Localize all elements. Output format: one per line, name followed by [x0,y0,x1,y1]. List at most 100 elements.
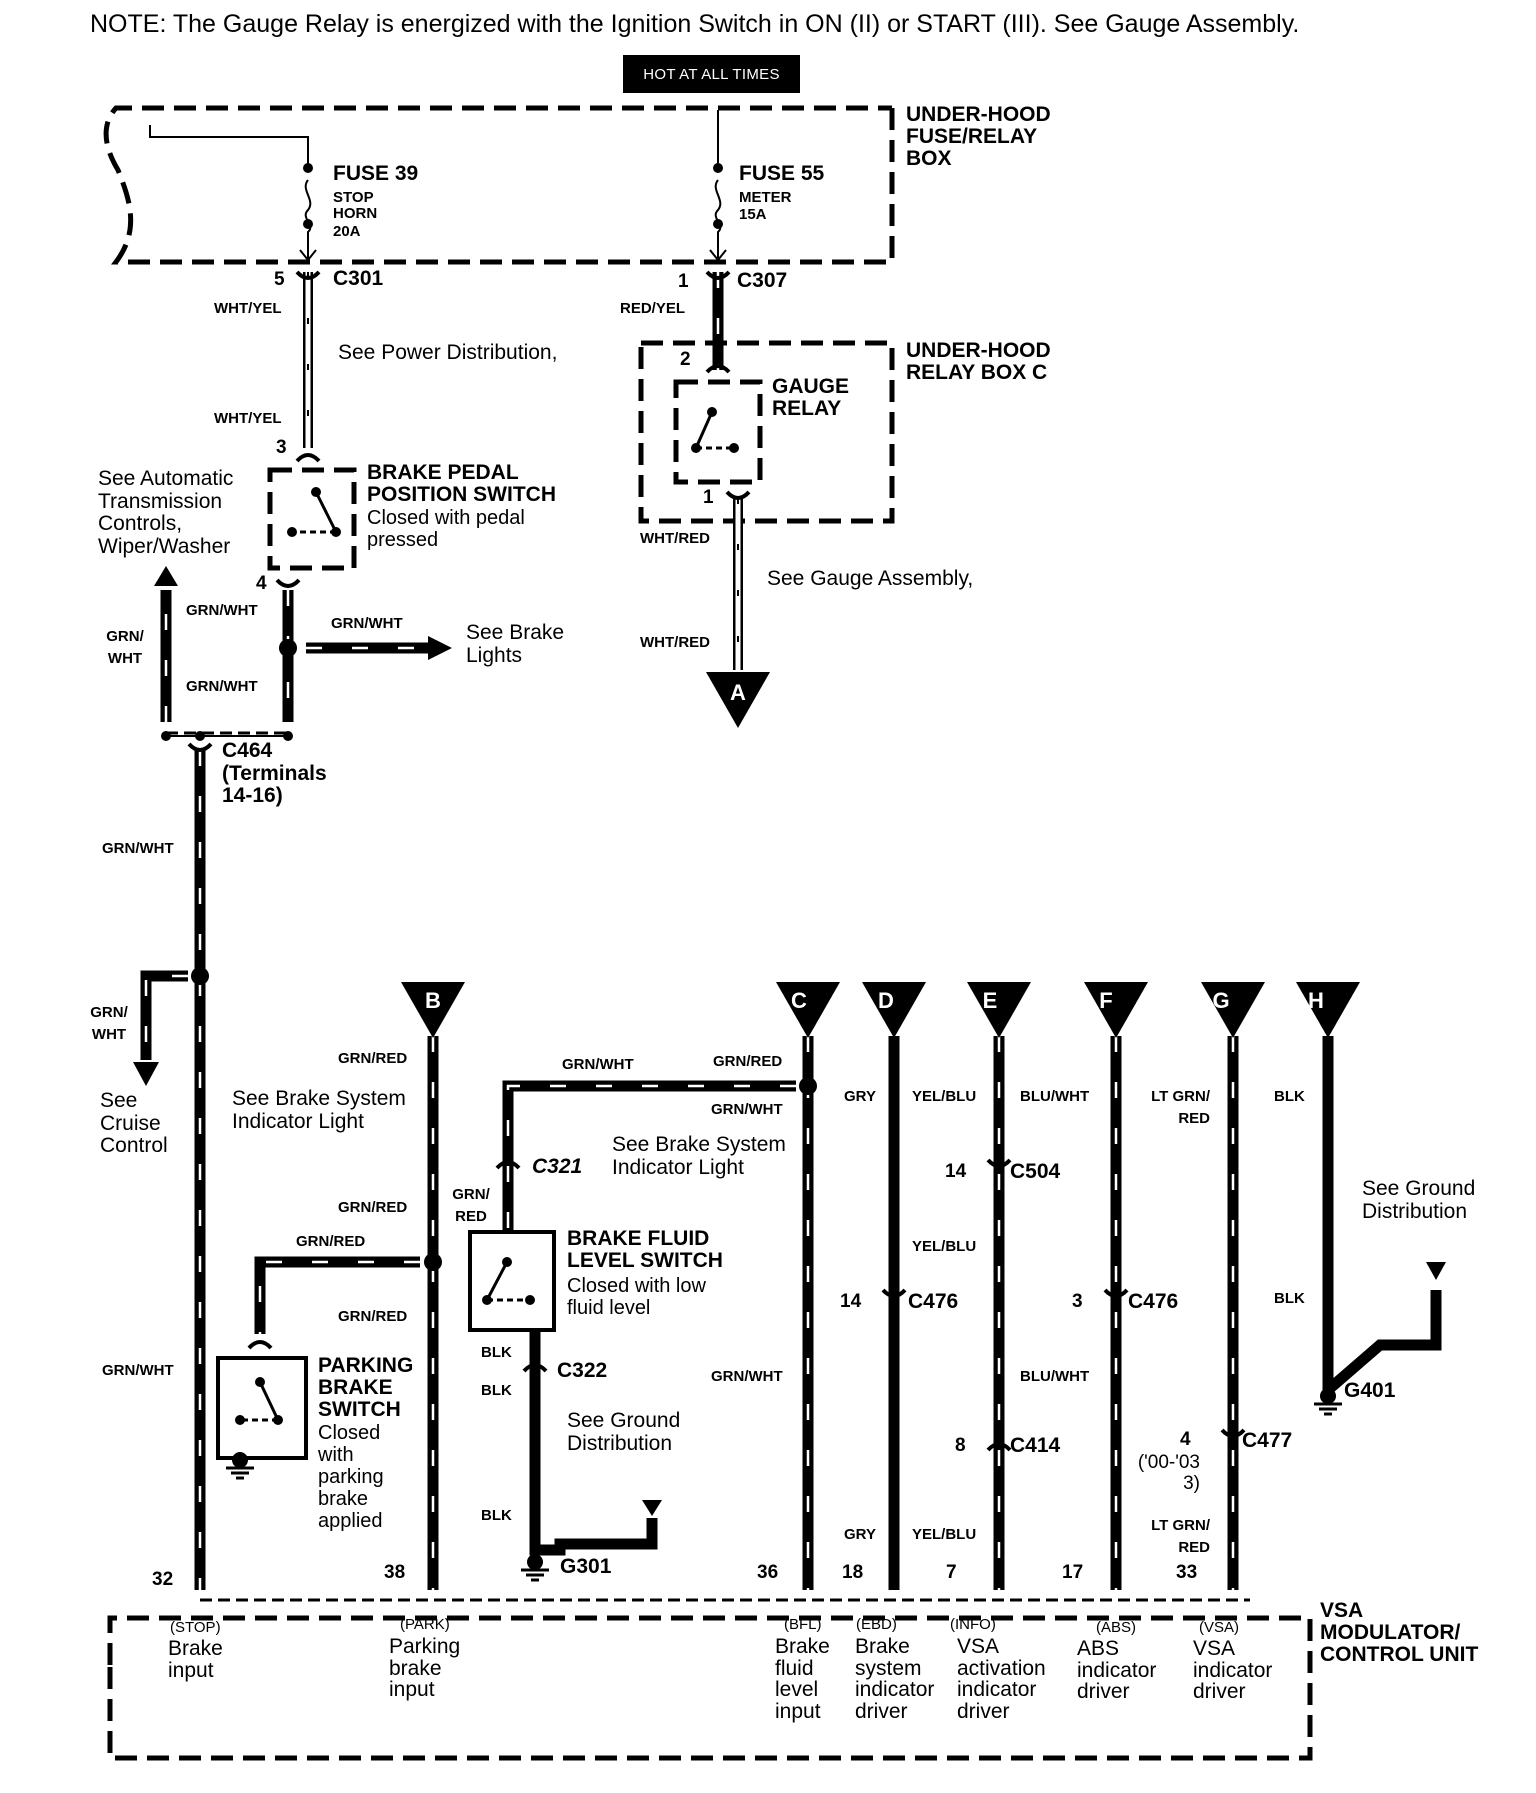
fuse-55-circuits: METER [739,189,792,206]
c301-pin: 5 [274,269,285,290]
off-page-triangle-e [967,982,1031,1038]
gauge-relay-outline [673,379,763,485]
wire-color-label: GRY [844,1088,876,1105]
splice-dot [799,1077,817,1095]
wire-blk-g301 [529,1330,658,1556]
hot-at-all-times-label: HOT AT ALL TIMES [623,55,800,93]
relay-box-c-outline [638,340,895,524]
c476b-pin: 3 [1072,1291,1083,1312]
wire-color-label: GRN/ RED [452,1186,490,1225]
vsa-terminal-func: Brake input [168,1637,223,1682]
splice-dot [279,639,297,657]
connector-c321 [495,1160,521,1170]
vsa-terminal-abbr: (ABS) [1096,1619,1137,1636]
off-page-triangle-g [1201,982,1265,1038]
connector-c504 [986,1158,1012,1168]
wire-color-label: YEL/BLU [912,1526,977,1543]
fuse-39-circuits: STOP HORN [333,189,378,223]
ground-g301-icon [521,1554,549,1582]
connector-relay-1 [725,490,751,500]
wire-color-label: GRN/WHT [186,678,258,695]
c321-label: C321 [532,1155,583,1178]
brake-fluid-switch-desc: Closed with low fluid level [567,1275,706,1319]
vsa-unit-label: VSA MODULATOR/ CONTROL UNIT [1320,1599,1479,1667]
wire-color-label: BLK [481,1344,512,1361]
see-gauge-assembly-ref[interactable]: See Gauge Assembly, [767,567,974,590]
wire-color-label: BLU/WHT [1020,1368,1090,1385]
off-page-triangle-d [862,982,926,1038]
wire-color-label: WHT/RED [640,634,710,651]
wire-color-label: BLK [1274,1088,1305,1105]
connector-parking [247,1340,273,1350]
wire-color-label: GRN/WHT [186,602,258,619]
ground-ref-arrow-icon [1426,1262,1446,1280]
brake-pedal-switch-outline [267,467,357,571]
g401-label: G401 [1344,1379,1396,1402]
connector-c477 [1220,1428,1246,1438]
ground-ref-arrow-icon [642,1500,662,1516]
connector-c301 [295,270,321,280]
fuse-55-name: FUSE 55 [739,162,825,185]
vsa-terminal-abbr: (INFO) [950,1616,996,1633]
ground-parking-icon [226,1452,254,1480]
see-power-distribution-ref[interactable]: See Power Distribution, [338,341,558,364]
brake-pedal-switch-desc: Closed with pedal pressed [367,507,525,551]
wire-color-label: YEL/BLU [912,1088,977,1105]
c504-pin: 14 [945,1161,967,1182]
fuse-39-rating: 20A [333,223,361,240]
off-page-label-d: D [878,988,894,1013]
fuse-box-label: UNDER-HOOD FUSE/RELAY BOX [906,103,1051,171]
vsa-terminal-func: Brake fluid level input [775,1635,830,1723]
vsa-terminal-func: VSA indicator driver [1193,1637,1273,1704]
off-page-label-g: G [1212,988,1230,1013]
terminal-dot [195,731,205,741]
vsa-terminal-func: VSA activation indicator driver [957,1635,1046,1723]
wire-color-label: LT GRN/ RED [1151,1088,1210,1127]
c477-label: C477 [1242,1429,1293,1452]
vsa-unit-outline [107,1615,1313,1761]
see-brake-system-ref-1[interactable]: See Brake System Indicator Light [232,1087,406,1133]
see-ground-distribution-ref-2[interactable]: See Ground Distribution [1362,1177,1476,1223]
vsa-pin: 36 [757,1562,779,1583]
off-page-label-a: A [730,680,746,705]
vsa-terminal-func: ABS indicator driver [1077,1637,1157,1704]
see-auto-trans-ref[interactable]: See Automatic Transmission Controls, Wip… [98,467,234,559]
c322-label: C322 [557,1359,608,1382]
c464-detail: (Terminals 14-16) [222,762,327,808]
arrow-right-icon [428,636,452,660]
ground-g401-icon [1314,1388,1342,1416]
c476b-label: C476 [1128,1290,1179,1313]
off-page-triangle-h [1296,982,1360,1038]
brake-pedal-pin-in: 3 [276,437,287,458]
see-brake-system-ref-2[interactable]: See Brake System Indicator Light [612,1133,786,1179]
splice-dot [424,1253,442,1271]
wire-color-label: GRN/WHT [711,1101,783,1118]
wire-color-label: GRN/WHT [711,1368,783,1385]
vsa-pin: 32 [152,1569,174,1590]
wire-color-label: BLK [1274,1290,1305,1307]
terminal-dot [161,731,171,741]
wire-color-label: GRN/ WHT [106,628,144,667]
off-page-triangle-f [1084,982,1148,1038]
c307-pin: 1 [678,271,689,292]
off-page-label-b: B [425,988,441,1013]
wire-color-label: WHT/RED [640,530,710,547]
connector-c464 [187,742,213,752]
see-brake-lights-ref[interactable]: See Brake Lights [466,621,565,667]
gauge-relay-label: GAUGE RELAY [772,375,850,421]
arrow-down-icon [133,1062,159,1086]
see-ground-distribution-ref-1[interactable]: See Ground Distribution [567,1409,681,1455]
parking-brake-switch-desc: Closed with parking brake applied [318,1422,384,1532]
wire-color-label: GRN/RED [338,1199,408,1216]
wire-color-label: GRN/RED [338,1308,408,1325]
wire-color-label: GRN/WHT [331,615,403,632]
c504-label: C504 [1010,1160,1061,1183]
wire-color-label: BLU/WHT [1020,1088,1090,1105]
see-cruise-control-ref[interactable]: See Cruise Control [100,1089,168,1158]
connector-c476b [1103,1288,1129,1298]
connector-bpp-4 [275,578,301,588]
parking-brake-switch-box [216,1356,308,1460]
off-page-triangle-b [401,982,465,1038]
wire-color-label: WHT/YEL [214,410,282,427]
